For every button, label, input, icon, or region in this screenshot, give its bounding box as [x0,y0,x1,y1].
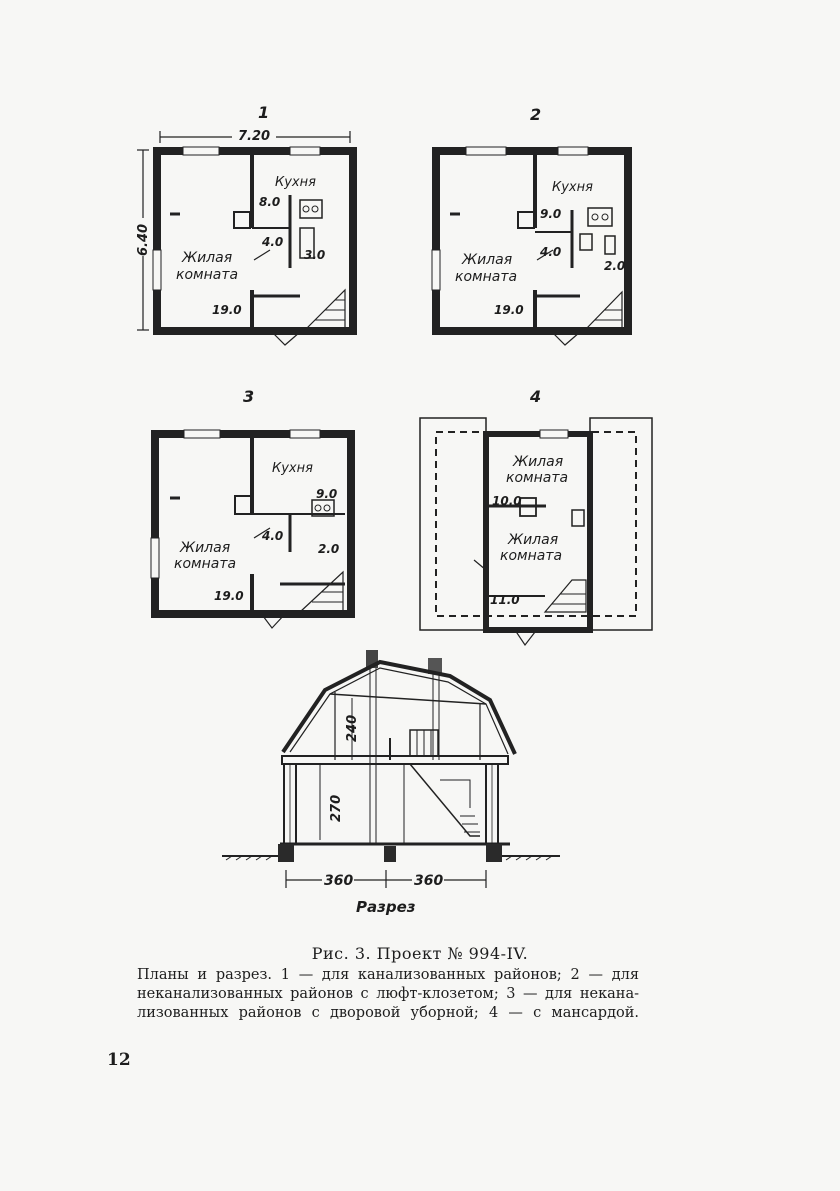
plan-1-number: 1 [258,103,269,122]
plan-3: 3 Кухня 9.0 4.0 2.0 Жилая комната 19.0 [150,387,355,629]
plan-2-area-kitchen: 9.0 [540,207,561,221]
plan-2-area-closet: 2.0 [604,259,625,273]
plan-1-area-hall: 4.0 [261,235,283,249]
plan-2-area-hall: 4.0 [539,245,561,259]
plan-1-living-label-2: комната [176,267,238,283]
architectural-figure: 1 7.20 6.40 [134,103,653,916]
plan-2-living-label-1: Жилая [461,252,512,268]
section-label: Разрез [356,898,416,916]
plan-4-number: 4 [529,387,541,406]
section-drawing: 240 270 [222,650,560,916]
plan-3-number: 3 [243,387,254,406]
plan-4-lower-label-2: комната [500,548,562,564]
plan-3-kitchen-label: Кухня [272,461,313,476]
plan-4-area-upper: 10.0 [492,494,522,508]
plan-1-kitchen-label: Кухня [275,175,316,190]
section-span-right: 360 [414,873,443,889]
caption-line-3: лизованных районов с дворовой уборной; 4… [137,1005,639,1021]
plan-2: 2 Кухня 9.0 4.0 2.0 Жилая комната 19.0 [431,105,632,346]
plan-4-upper-label-2: комната [506,470,568,486]
plan-4: 4 Жилая комната 10.0 Жилая комната 11.0 [419,387,653,647]
plan-1-height-dimension: 6.40 [136,224,151,256]
plan-4-lower-label-1: Жилая [507,532,558,548]
plan-4-area-lower: 11.0 [490,593,520,607]
plan-3-area-closet: 2.0 [318,542,339,556]
plan-1-width-dimension: 7.20 [238,129,270,144]
plan-3-area-hall: 4.0 [261,529,283,543]
plan-2-area-living: 19.0 [494,303,524,317]
figure-caption-title: Рис. 3. Проект № 994-IV. [311,944,529,963]
plan-3-area-living: 19.0 [214,589,244,603]
section-attic-height: 240 [345,715,360,742]
plan-2-number: 2 [530,105,541,124]
plan-3-area-kitchen: 9.0 [316,487,337,501]
plan-2-living-label-2: комната [455,269,517,285]
section-span-left: 360 [324,873,353,889]
section-ground-height: 270 [329,795,344,822]
plan-1-area-living: 19.0 [212,303,242,317]
plan-1-area-bath: 3.0 [304,248,325,262]
plan-1-area-kitchen: 8.0 [259,195,280,209]
caption-line-1: Планы и разрез. 1 — для канализованных р… [137,967,639,983]
page-number: 12 [107,1050,131,1070]
plan-1: 1 7.20 6.40 [134,103,357,346]
caption-line-2: неканализованных районов с люфт-клозетом… [137,986,639,1002]
plan-3-living-label-2: комната [174,556,236,572]
plan-3-living-label-1: Жилая [179,540,230,556]
plan-1-living-label-1: Жилая [181,250,232,266]
figure-caption-body: Планы и разрез. 1 — для канализованных р… [137,966,639,1023]
plan-2-kitchen-label: Кухня [552,180,593,195]
plan-4-upper-label-1: Жилая [512,454,563,470]
